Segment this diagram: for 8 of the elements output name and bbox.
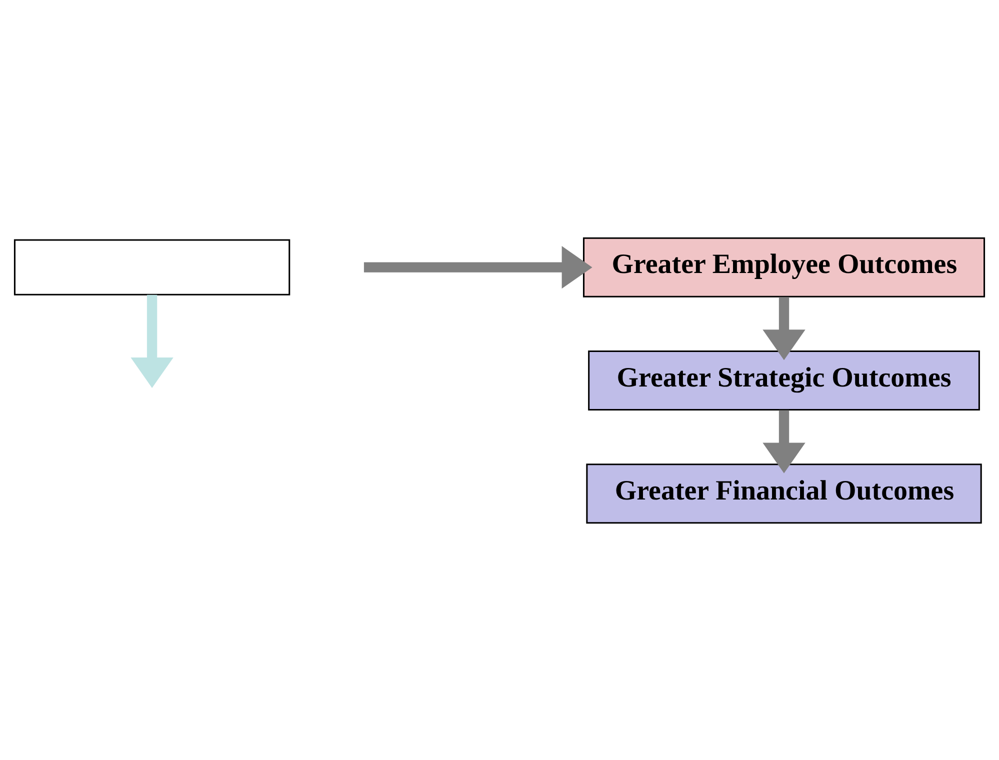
- arrow: [762, 410, 806, 473]
- node-box: Greater Strategic Outcomes: [588, 350, 980, 410]
- node-box: Greater Employee Outcomes: [582, 236, 986, 297]
- arrow: [364, 246, 592, 288]
- node-box: [14, 238, 290, 295]
- arrow: [130, 294, 174, 388]
- arrow: [762, 296, 806, 360]
- node-box: Greater Financial Outcomes: [586, 463, 982, 524]
